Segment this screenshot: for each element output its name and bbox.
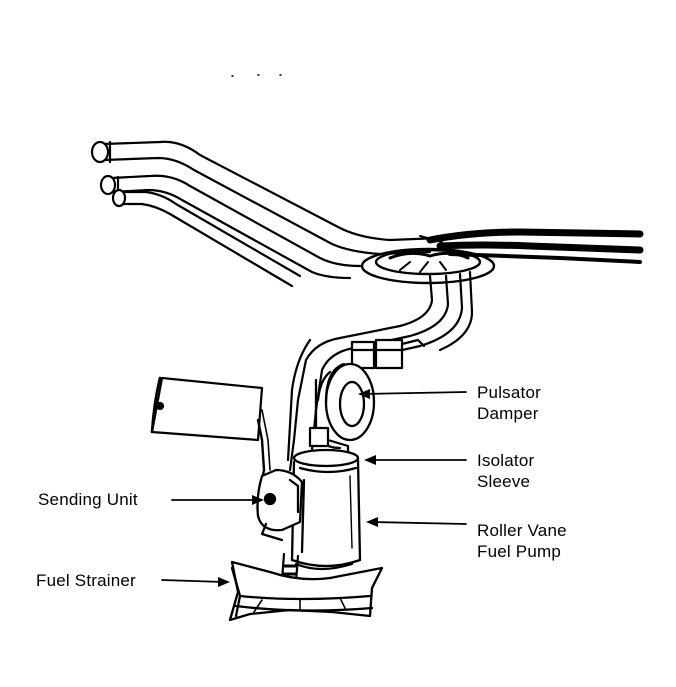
connector <box>350 338 426 370</box>
roller-vane-fuel-pump-label: Roller Vane Fuel Pump <box>477 520 567 562</box>
sending-unit <box>256 468 304 542</box>
wire-harness <box>419 228 644 264</box>
pulsator-damper-label: Pulsator Damper <box>477 382 541 424</box>
pulsator-damper-label-line-1: Pulsator <box>477 383 541 402</box>
sending-unit-label: Sending Unit <box>38 490 138 509</box>
isolator-sleeve-label: Isolator Sleeve <box>477 450 534 492</box>
sending-unit-float <box>150 376 271 482</box>
roller-vane-fuel-pump <box>290 448 362 568</box>
fuel-strainer-label: Fuel Strainer <box>36 571 136 590</box>
mounting-flange <box>360 247 496 285</box>
pulsator-damper-label-line-2: Damper <box>477 404 539 423</box>
isolator-sleeve-label-line-1: Isolator <box>477 451 535 470</box>
leader-arrows <box>161 389 467 587</box>
isolator-sleeve-label-line-2: Sleeve <box>477 472 531 491</box>
roller-vane-fuel-pump-label-line-1: Roller Vane <box>477 521 567 540</box>
roller-vane-fuel-pump-label-line-2: Fuel Pump <box>477 542 562 561</box>
fuel-strainer <box>228 560 384 622</box>
scan-specks <box>231 74 282 77</box>
fuel-lines <box>90 140 442 288</box>
